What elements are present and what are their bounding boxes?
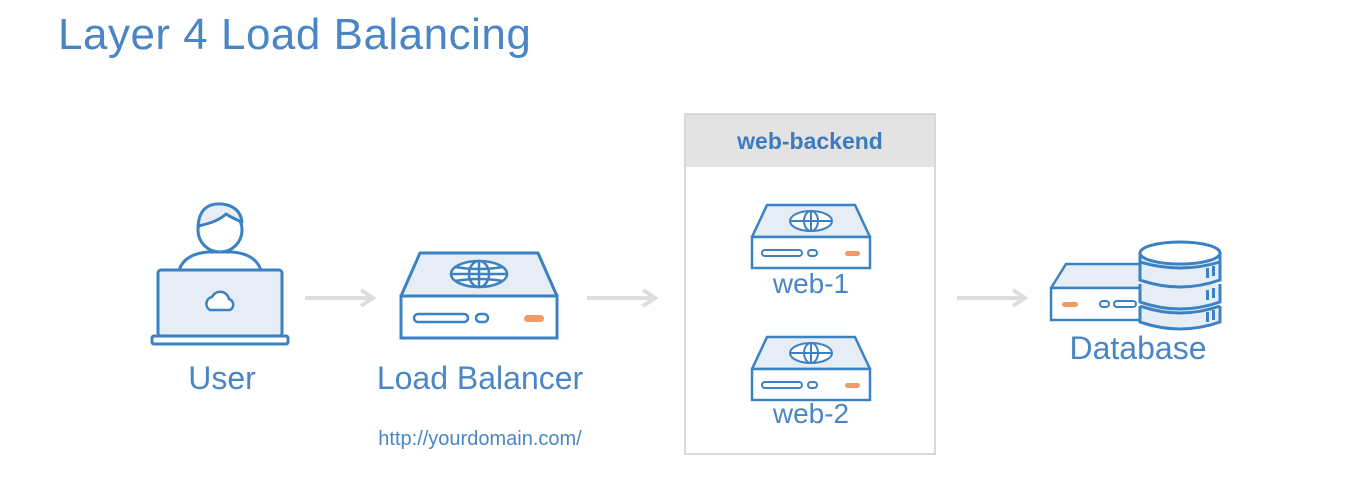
web-1-label: web-1 [772, 268, 850, 299]
load-balancer-server-icon [399, 251, 559, 340]
arrow-user-to-lb [305, 288, 377, 308]
web-backend-header: web-backend [686, 115, 934, 167]
web-2-server-icon [750, 335, 872, 402]
diagram-title: Layer 4 Load Balancing [58, 10, 532, 59]
web-1-server-icon [750, 203, 872, 270]
database-label: Database [1069, 330, 1207, 366]
database-icon [1049, 240, 1222, 331]
user-laptop-icon [150, 202, 290, 346]
arrow-lb-to-backend [587, 288, 659, 308]
load-balancer-url[interactable]: http://yourdomain.com/ [378, 428, 582, 450]
load-balancer-label: Load Balancer [376, 360, 584, 396]
user-label: User [188, 360, 256, 396]
arrow-backend-to-db [957, 288, 1029, 308]
web-2-label: web-2 [772, 398, 850, 429]
